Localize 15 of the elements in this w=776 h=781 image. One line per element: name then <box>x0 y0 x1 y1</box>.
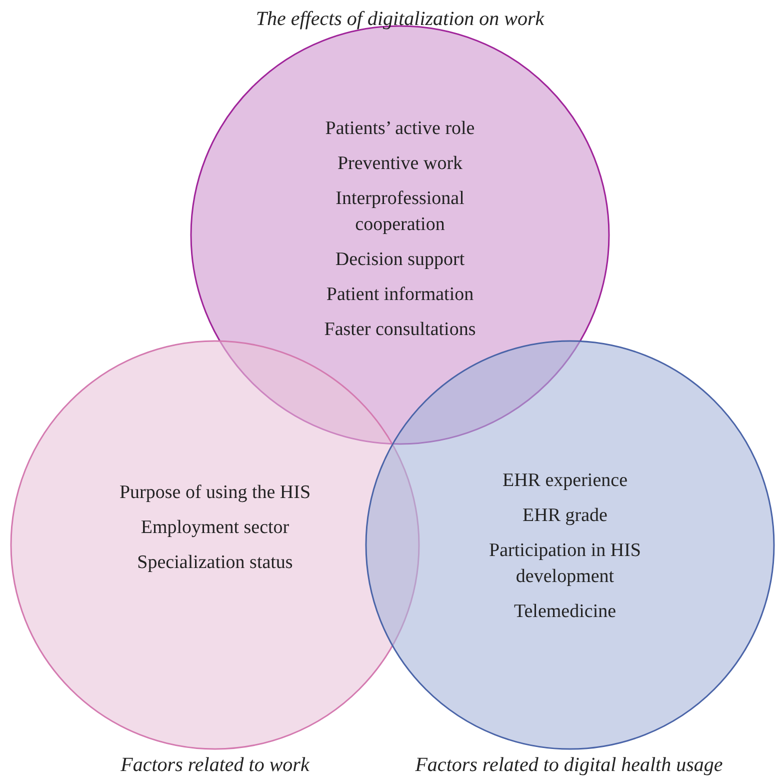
factor-text: Faster consultations <box>324 318 476 342</box>
factor-text: Specialization status <box>137 551 293 575</box>
circle-heading: The effects of digitalization on work <box>254 8 546 31</box>
factor-text: Preventive work <box>337 152 463 176</box>
factor-text: Telemedicine <box>514 600 616 624</box>
factor-text: Interprofessional cooperation <box>334 187 466 237</box>
factor-text: Patients’ active role <box>325 117 475 141</box>
factor-text: EHR grade <box>522 504 608 528</box>
factor-text: Participation in HIS development <box>488 539 642 589</box>
factor-text: EHR experience <box>502 469 628 493</box>
circle-heading: Factors related to digital health usage <box>414 754 724 777</box>
factor-text: Purpose of using the HIS <box>119 481 311 505</box>
factor-text: Employment sector <box>140 516 290 540</box>
factor-text: Decision support <box>335 248 465 272</box>
factor-text: Patient information <box>326 283 474 307</box>
